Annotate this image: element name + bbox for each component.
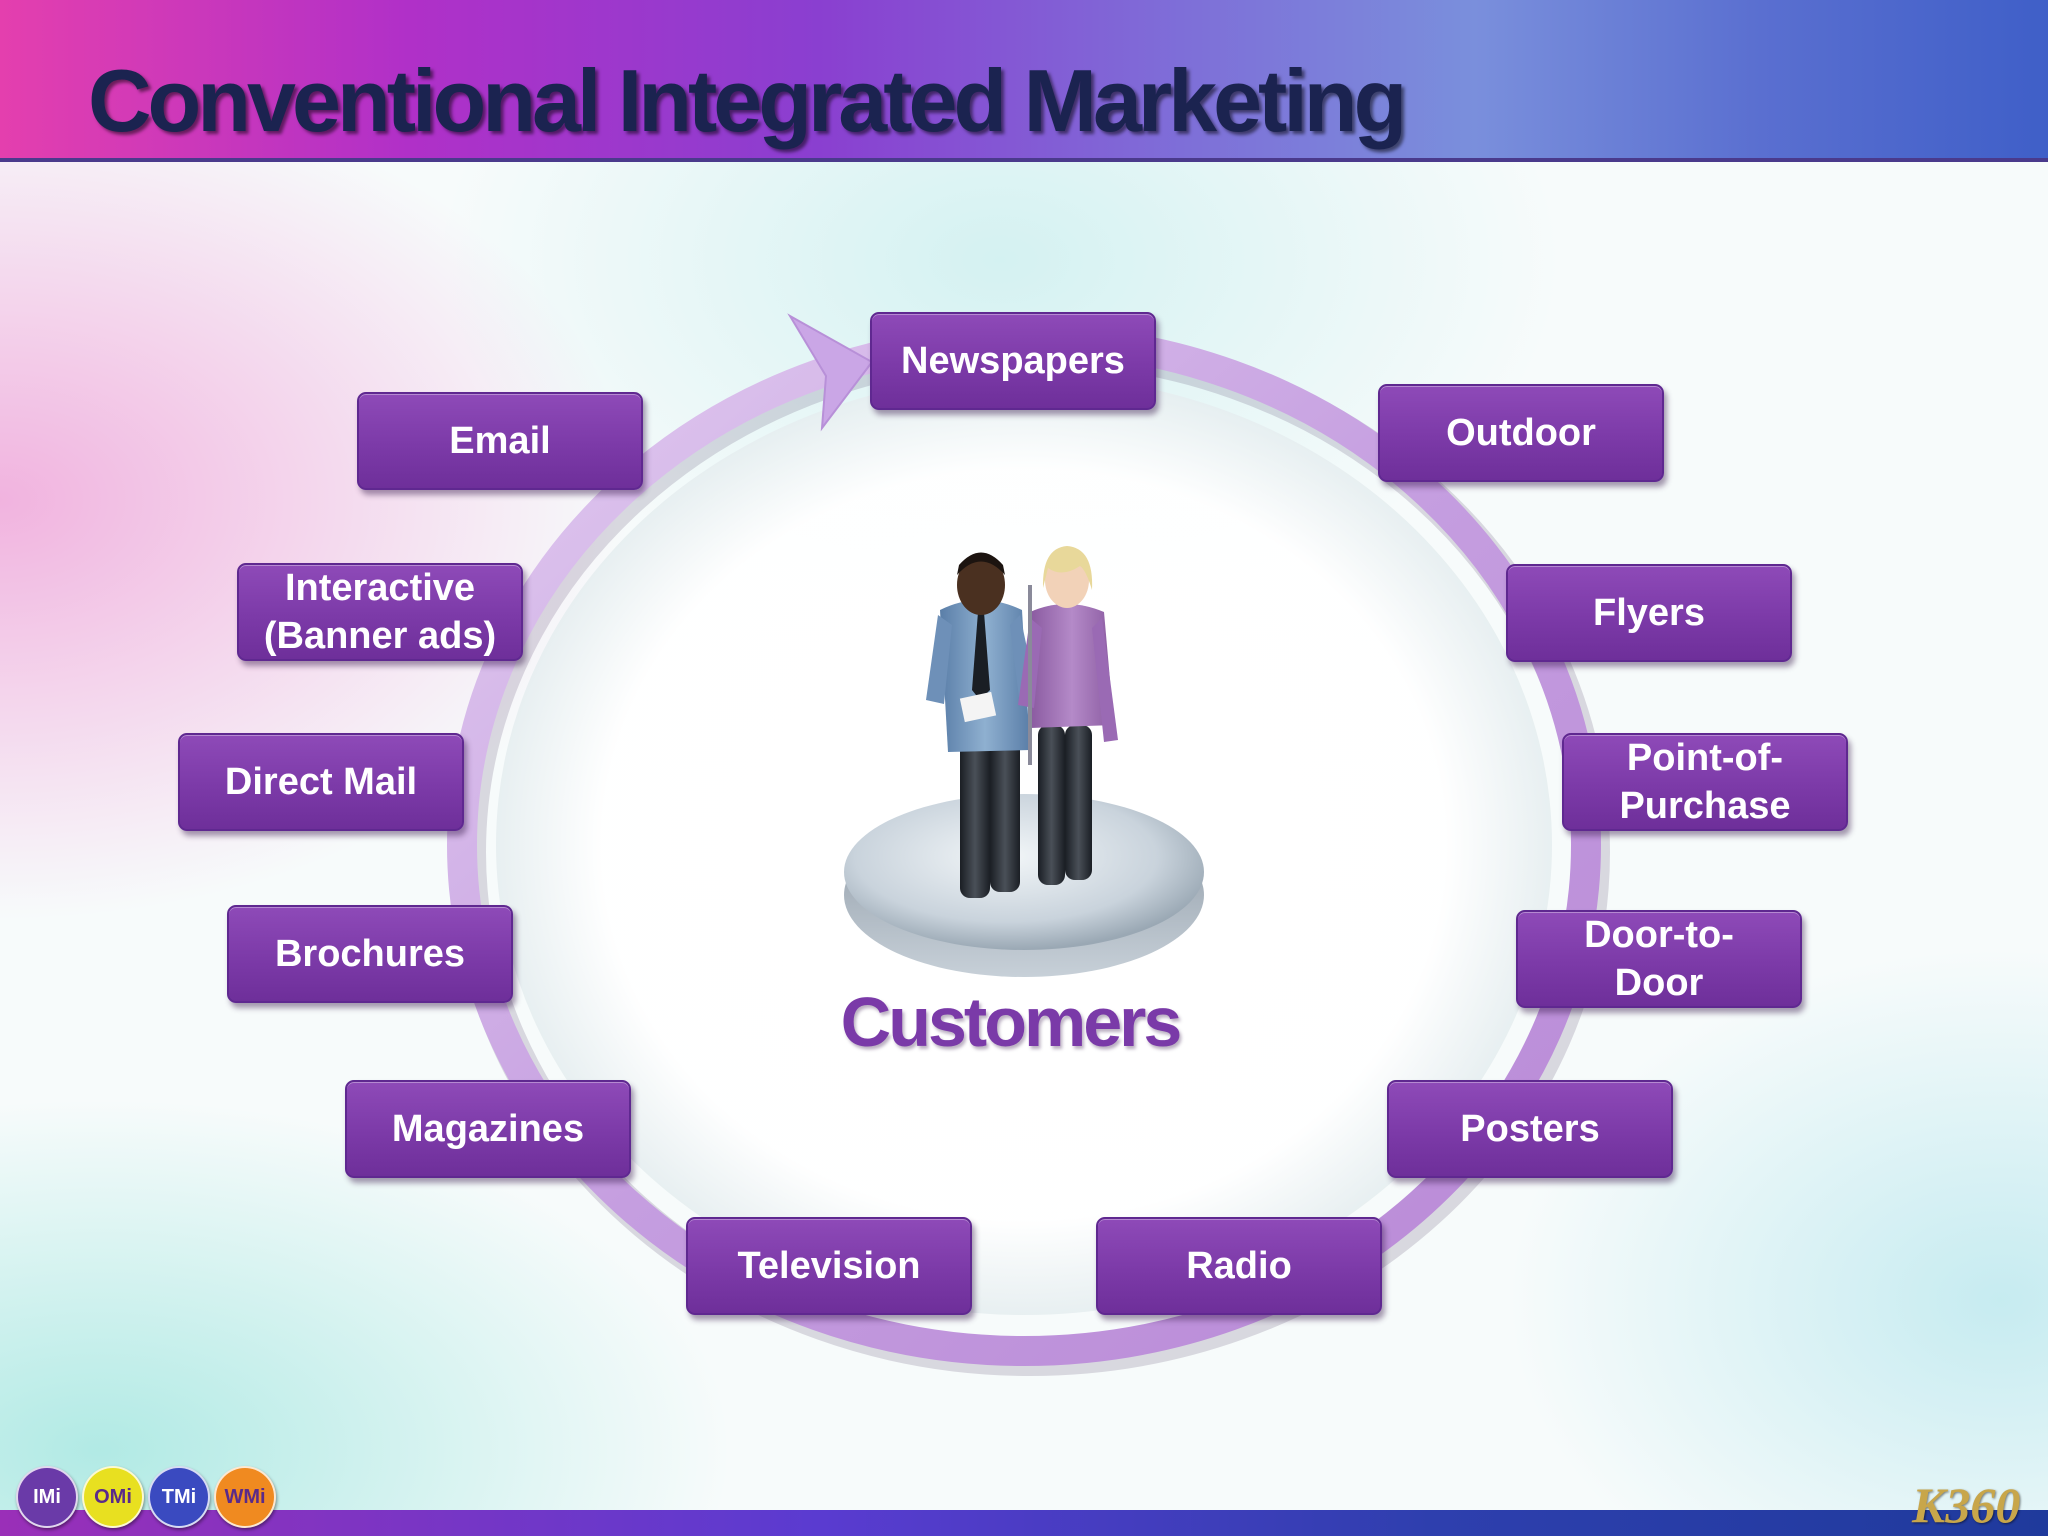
channel-box-interactive: Interactive (Banner ads): [237, 563, 523, 661]
channel-box-point-of-purchase: Point-of- Purchase: [1562, 733, 1848, 831]
channel-box-television: Television: [686, 1217, 972, 1315]
channel-box-flyers: Flyers: [1506, 564, 1792, 662]
channel-box-outdoor: Outdoor: [1378, 384, 1664, 482]
channel-box-newspapers: Newspapers: [870, 312, 1156, 410]
customers-figure: [844, 546, 1204, 977]
logo-wmi: WMi: [214, 1466, 276, 1528]
slide-title: Conventional Integrated Marketing: [88, 51, 1407, 150]
logo-omi: OMi: [82, 1466, 144, 1528]
channel-box-brochures: Brochures: [227, 905, 513, 1003]
logo-tmi: TMi: [148, 1466, 210, 1528]
channel-box-direct-mail: Direct Mail: [178, 733, 464, 831]
footer-logos: IMi OMi TMi WMi: [16, 1466, 280, 1530]
customers-label: Customers: [840, 983, 1183, 1061]
logo-imi: IMi: [16, 1466, 78, 1528]
channel-box-magazines: Magazines: [345, 1080, 631, 1178]
channel-box-posters: Posters: [1387, 1080, 1673, 1178]
channel-box-door-to-door: Door-to- Door: [1516, 910, 1802, 1008]
footer-bar: [0, 1510, 2048, 1536]
cycle-arrowhead: [787, 313, 874, 432]
brand-logo: K360: [1912, 1477, 2021, 1533]
title-bar: Conventional Integrated Marketing: [0, 0, 2048, 162]
channel-box-radio: Radio: [1096, 1217, 1382, 1315]
channel-box-email: Email: [357, 392, 643, 490]
